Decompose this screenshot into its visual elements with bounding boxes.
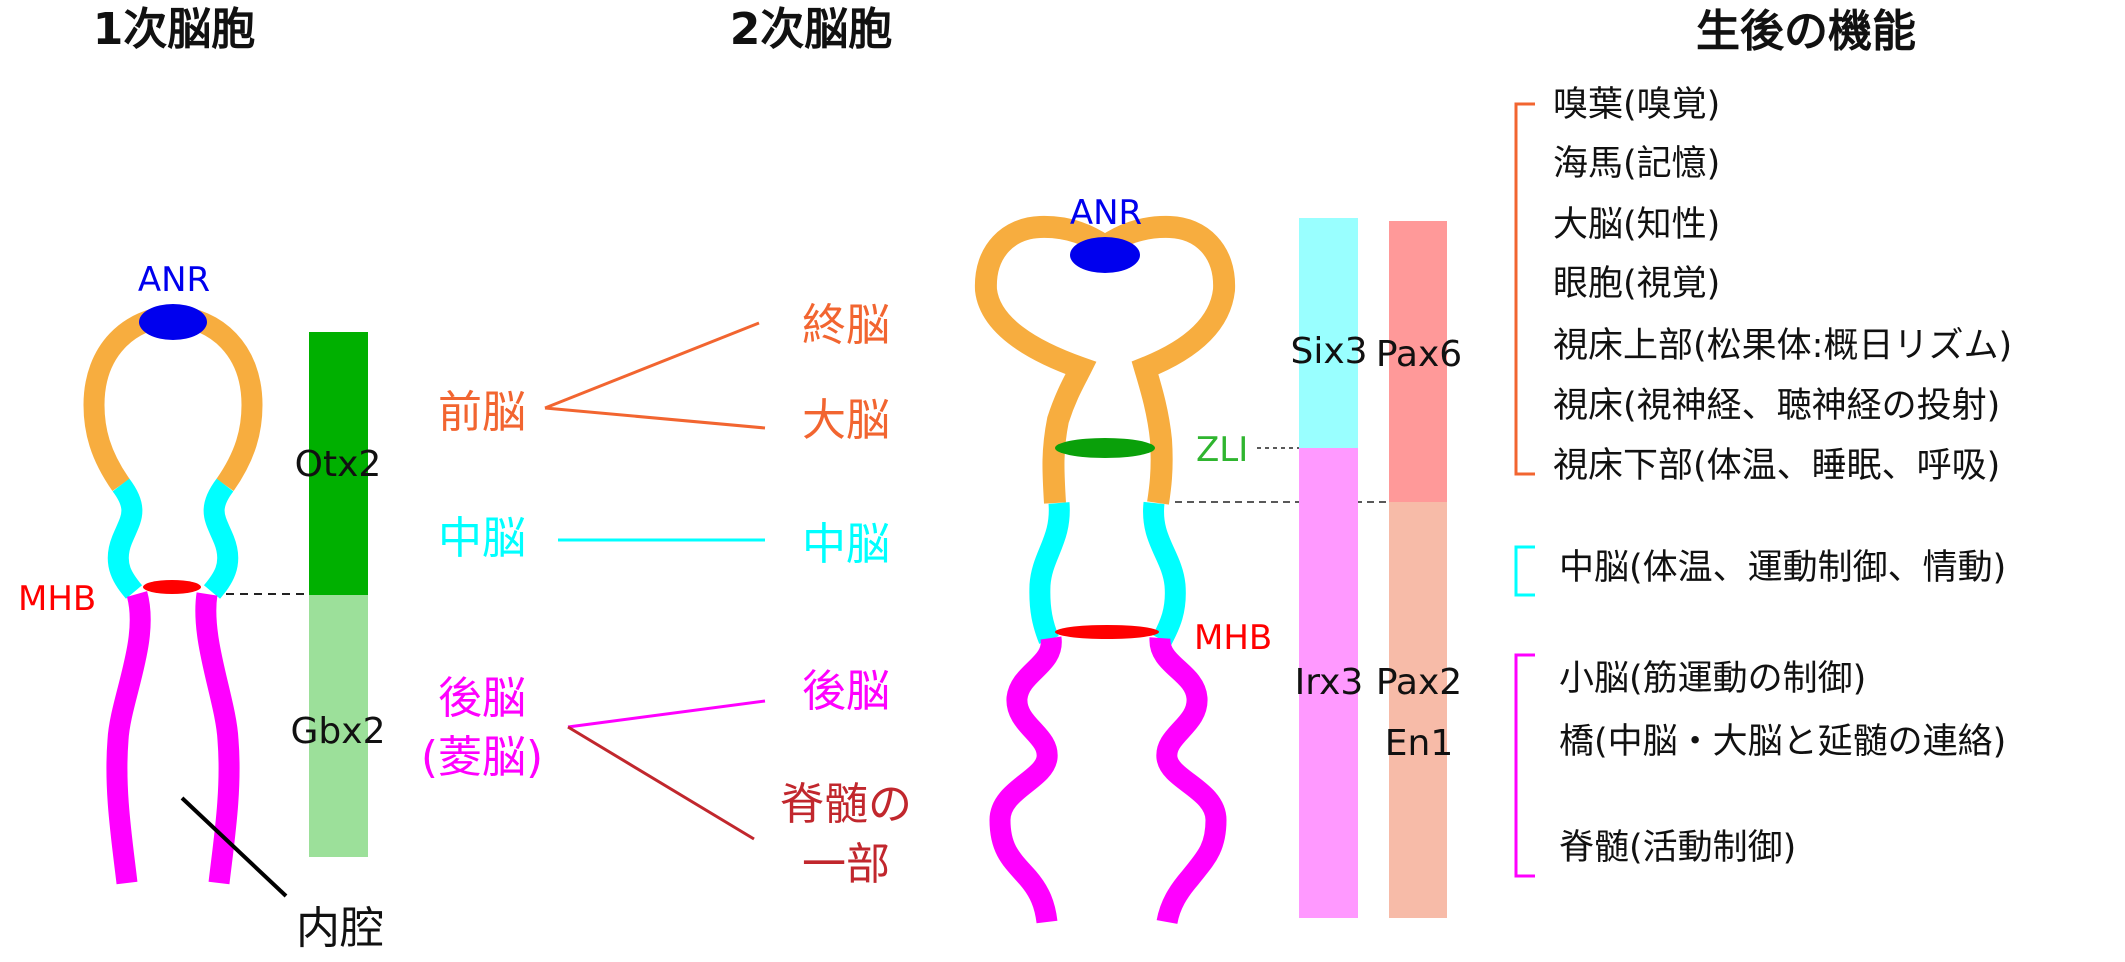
postnatal-function-title: 生後の機能 (1696, 6, 1916, 57)
primary-midbrain-wall-left (107, 478, 143, 599)
hindbrain-to-hindbrain-line (567, 699, 766, 729)
lumen-label: 内腔 (296, 903, 384, 954)
zli-label: ZLI (1196, 430, 1248, 470)
forebrain-label: 前脳 (438, 387, 526, 438)
secondary-midbrain-wall-left (1029, 502, 1070, 644)
pax2-label: Pax2 (1376, 662, 1462, 703)
otx2-bar (309, 332, 368, 595)
secondary-anr-label: ANR (1070, 193, 1142, 233)
primary-forebrain-wall (83, 305, 263, 492)
function-item: 眼胞(視覚) (1553, 264, 1720, 304)
primary-hindbrain-wall-right (195, 592, 240, 885)
forebrain-to-cerebrum-line (544, 406, 766, 430)
hindbrain-to-spinal-line (567, 725, 755, 841)
hindbrain-function-list: 小脳(筋運動の制御) 橋(中脳・大脳と延髄の連絡) 脊髄(活動制御) (1559, 659, 2006, 868)
primary-vesicle-title: 1次脳胞 (93, 4, 256, 55)
six3-label: Six3 (1290, 331, 1367, 372)
spinal-part-label-2: 一部 (802, 839, 890, 890)
function-item: 視床下部(体温、睡眠、呼吸) (1553, 446, 2000, 486)
secondary-midbrain-wall-right (1143, 501, 1186, 645)
function-item: 脊髄(活動制御) (1559, 828, 1796, 868)
function-item: 海馬(記憶) (1553, 144, 1720, 184)
rhombencephalon-label: (菱脳) (421, 732, 543, 783)
midbrain-bracket (1514, 545, 1535, 597)
primary-vesicle (83, 305, 263, 885)
secondary-mhb-label: MHB (1194, 618, 1272, 658)
primary-anr-marker (139, 304, 207, 340)
irx3-bar (1299, 448, 1358, 918)
spinal-part-label-1: 脊髄の (780, 779, 912, 830)
function-item: 視床上部(松果体:概日リズム) (1553, 326, 2012, 366)
function-item: 視床(視神経、聴神経の投射) (1553, 386, 2000, 426)
pax6-label: Pax6 (1376, 334, 1462, 375)
pax2-bar (1389, 502, 1447, 918)
hindbrain-bracket (1514, 653, 1535, 878)
six3-bar (1299, 218, 1358, 448)
midbrain-label: 中脳 (438, 513, 526, 564)
forebrain-to-telencephalon-line (544, 321, 760, 410)
function-item: 小脳(筋運動の制御) (1559, 659, 1866, 699)
secondary-vesicle (974, 215, 1236, 925)
telencephalon-label: 終脳 (802, 300, 890, 351)
forebrain-function-list: 嗅葉(嗅覚) 海馬(記憶) 大脳(知性) 眼胞(視覚) 視床上部(松果体:概日リ… (1553, 85, 2012, 486)
gbx2-bar (309, 595, 368, 857)
lumen-pointer-line (180, 796, 288, 898)
hindbrain-label: 後脳 (438, 673, 526, 724)
function-item: 大脳(知性) (1553, 205, 1720, 245)
primary-hindbrain-wall-left (106, 591, 151, 885)
primary-anr-label: ANR (138, 260, 210, 300)
function-item: 嗅葉(嗅覚) (1553, 85, 1720, 125)
primary-mhb-label: MHB (18, 579, 96, 619)
en1-label: En1 (1385, 723, 1453, 764)
zli-marker (1055, 438, 1155, 458)
function-item: 中脳(体温、運動制御、情動) (1559, 548, 2006, 588)
secondary-vesicle-title: 2次脳胞 (730, 4, 893, 55)
otx2-label: Otx2 (295, 444, 382, 485)
primary-midbrain-wall-right (203, 478, 239, 599)
function-item: 橋(中脳・大脳と延髄の連絡) (1559, 722, 2006, 762)
cerebrum-label: 大脳 (802, 395, 890, 446)
forebrain-bracket (1514, 102, 1535, 476)
primary-mhb-marker (143, 580, 201, 594)
midbrain-function-list: 中脳(体温、運動制御、情動) (1559, 548, 2006, 588)
secondary-mhb-marker (1055, 625, 1159, 639)
secondary-hindbrain-wall-right (1149, 637, 1227, 925)
hindbrain-secondary-label: 後脳 (802, 666, 890, 717)
pax6-bar (1389, 221, 1447, 502)
secondary-anr-marker (1070, 237, 1140, 273)
secondary-hindbrain-wall-left (989, 636, 1062, 924)
gbx2-label: Gbx2 (291, 711, 386, 752)
midbrain-secondary-label: 中脳 (802, 519, 890, 570)
irx3-label: Irx3 (1295, 662, 1364, 703)
